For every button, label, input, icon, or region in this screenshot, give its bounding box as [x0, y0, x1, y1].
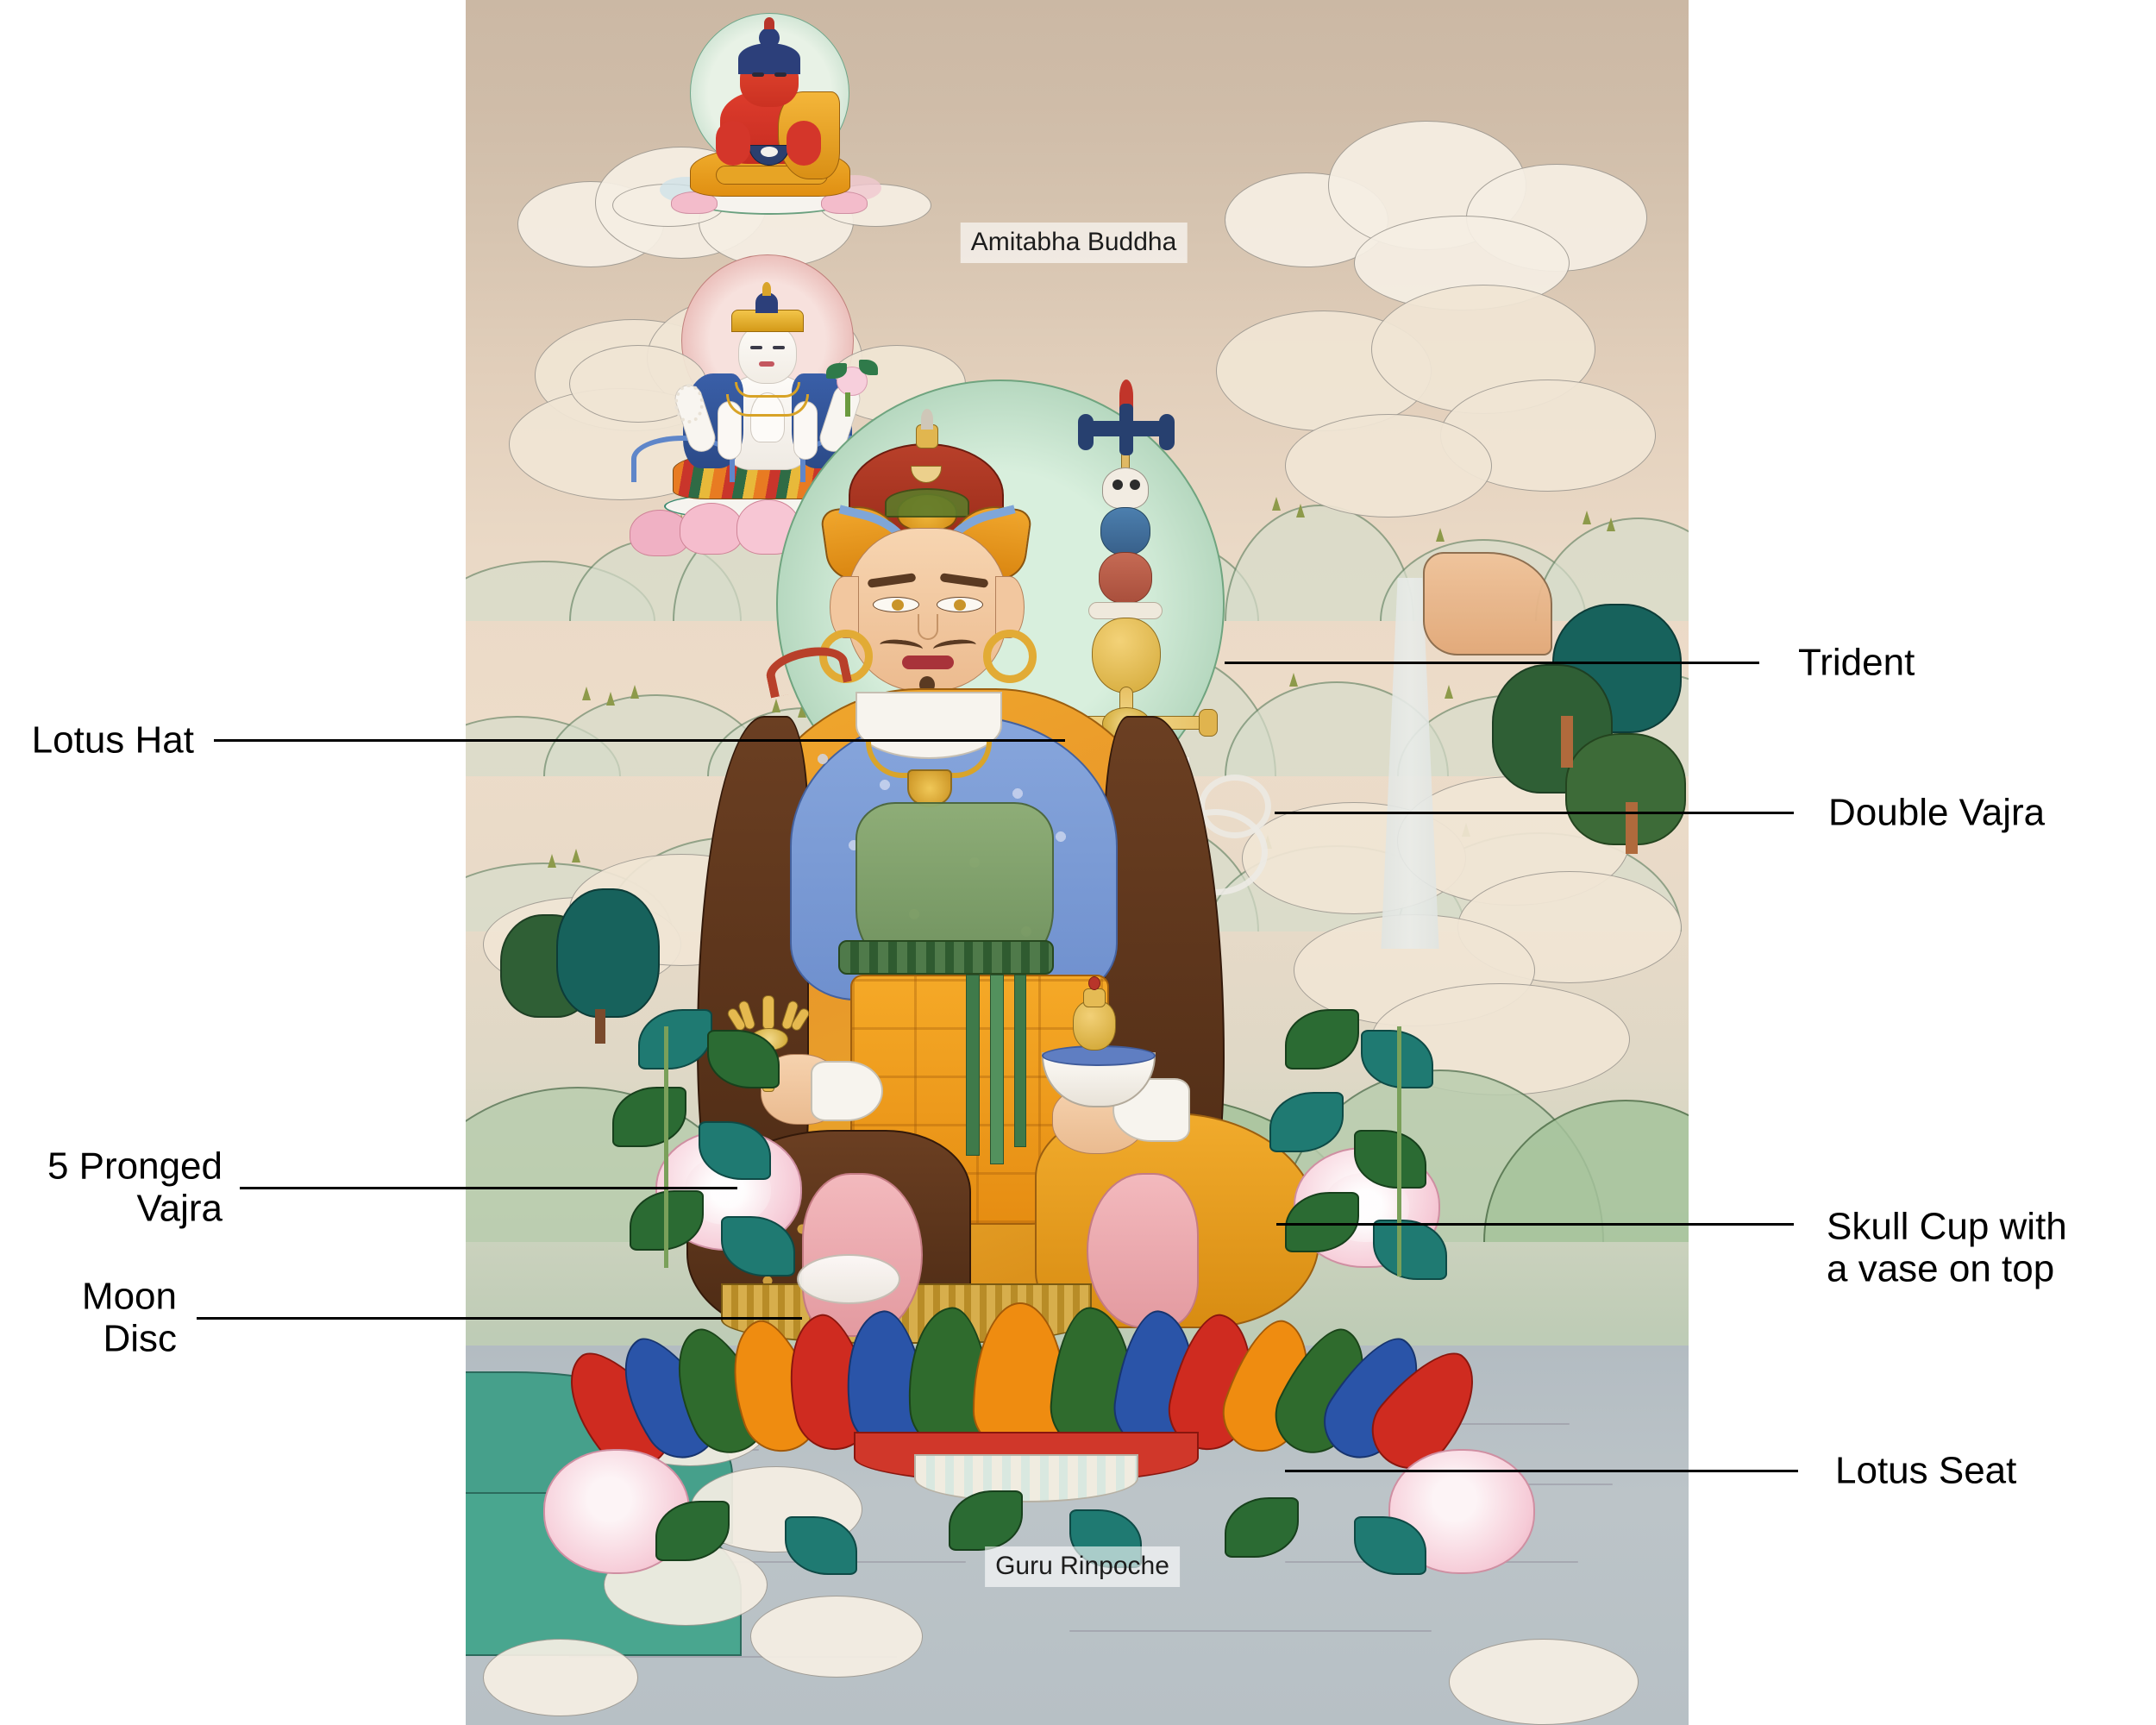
- label-lotus-seat: Lotus Seat: [1835, 1449, 2017, 1492]
- leader-trident: [1225, 662, 1759, 664]
- cliff-ochre: [1423, 552, 1552, 656]
- earring-left: [819, 630, 873, 683]
- label-moon-disc: Moon Disc: [81, 1275, 177, 1360]
- pink-scarf: [802, 1173, 923, 1337]
- figure-amitabha-buddha: [586, 9, 949, 242]
- white-cuff-right: [811, 1061, 883, 1121]
- label-trident: Trident: [1798, 641, 1915, 684]
- skull-icon: [1102, 467, 1149, 509]
- label-lotus-hat: Lotus Hat: [31, 718, 194, 762]
- leader-double-vajra: [1275, 812, 1794, 814]
- khatvanga-vase: [1092, 618, 1161, 693]
- mala-icon: [674, 384, 704, 423]
- leader-skull-cup: [1276, 1223, 1794, 1226]
- trident-icon: [1076, 380, 1176, 478]
- leaf-cluster-left: [612, 1009, 828, 1294]
- earring-right: [983, 630, 1037, 683]
- lotus-flower-icon: [826, 358, 878, 417]
- lotus-seat: [545, 1285, 1509, 1544]
- figure-guru-rinpoche: [517, 371, 1552, 1604]
- white-cuff-left: [1112, 1078, 1190, 1142]
- leader-lotus-seat: [1285, 1470, 1798, 1472]
- leaf-cluster-right: [1259, 1009, 1483, 1302]
- caption-guru-rinpoche: Guru Rinpoche: [985, 1546, 1180, 1587]
- leader-moon-disc: [197, 1317, 802, 1320]
- leader-lotus-hat: [214, 739, 1065, 742]
- blue-head-icon: [1100, 507, 1150, 555]
- thangka-painting: Amitabha Buddha: [466, 0, 1689, 1725]
- caption-amitabha: Amitabha Buddha: [960, 223, 1188, 263]
- cloud-bank-upper-right: [1225, 104, 1673, 310]
- chenresig-head: [738, 323, 797, 384]
- leaf-cluster-bottom: [621, 1484, 1466, 1604]
- vase-on-skull-cup-icon: [1066, 975, 1123, 1054]
- leader-five-pronged-vajra: [240, 1187, 737, 1189]
- belt: [838, 940, 1054, 975]
- tree-cluster-right: [1483, 604, 1689, 854]
- label-five-pronged-vajra: 5 Pronged Vajra: [47, 1145, 222, 1230]
- label-double-vajra: Double Vajra: [1828, 791, 2046, 834]
- moon-disc: [797, 1254, 900, 1304]
- chenresig-crown: [731, 310, 804, 332]
- amitabha-hair: [738, 43, 800, 74]
- red-head-icon: [1099, 552, 1152, 604]
- tree-cluster-left: [500, 880, 673, 1044]
- label-skull-cup: Skull Cup with a vase on top: [1827, 1205, 2067, 1290]
